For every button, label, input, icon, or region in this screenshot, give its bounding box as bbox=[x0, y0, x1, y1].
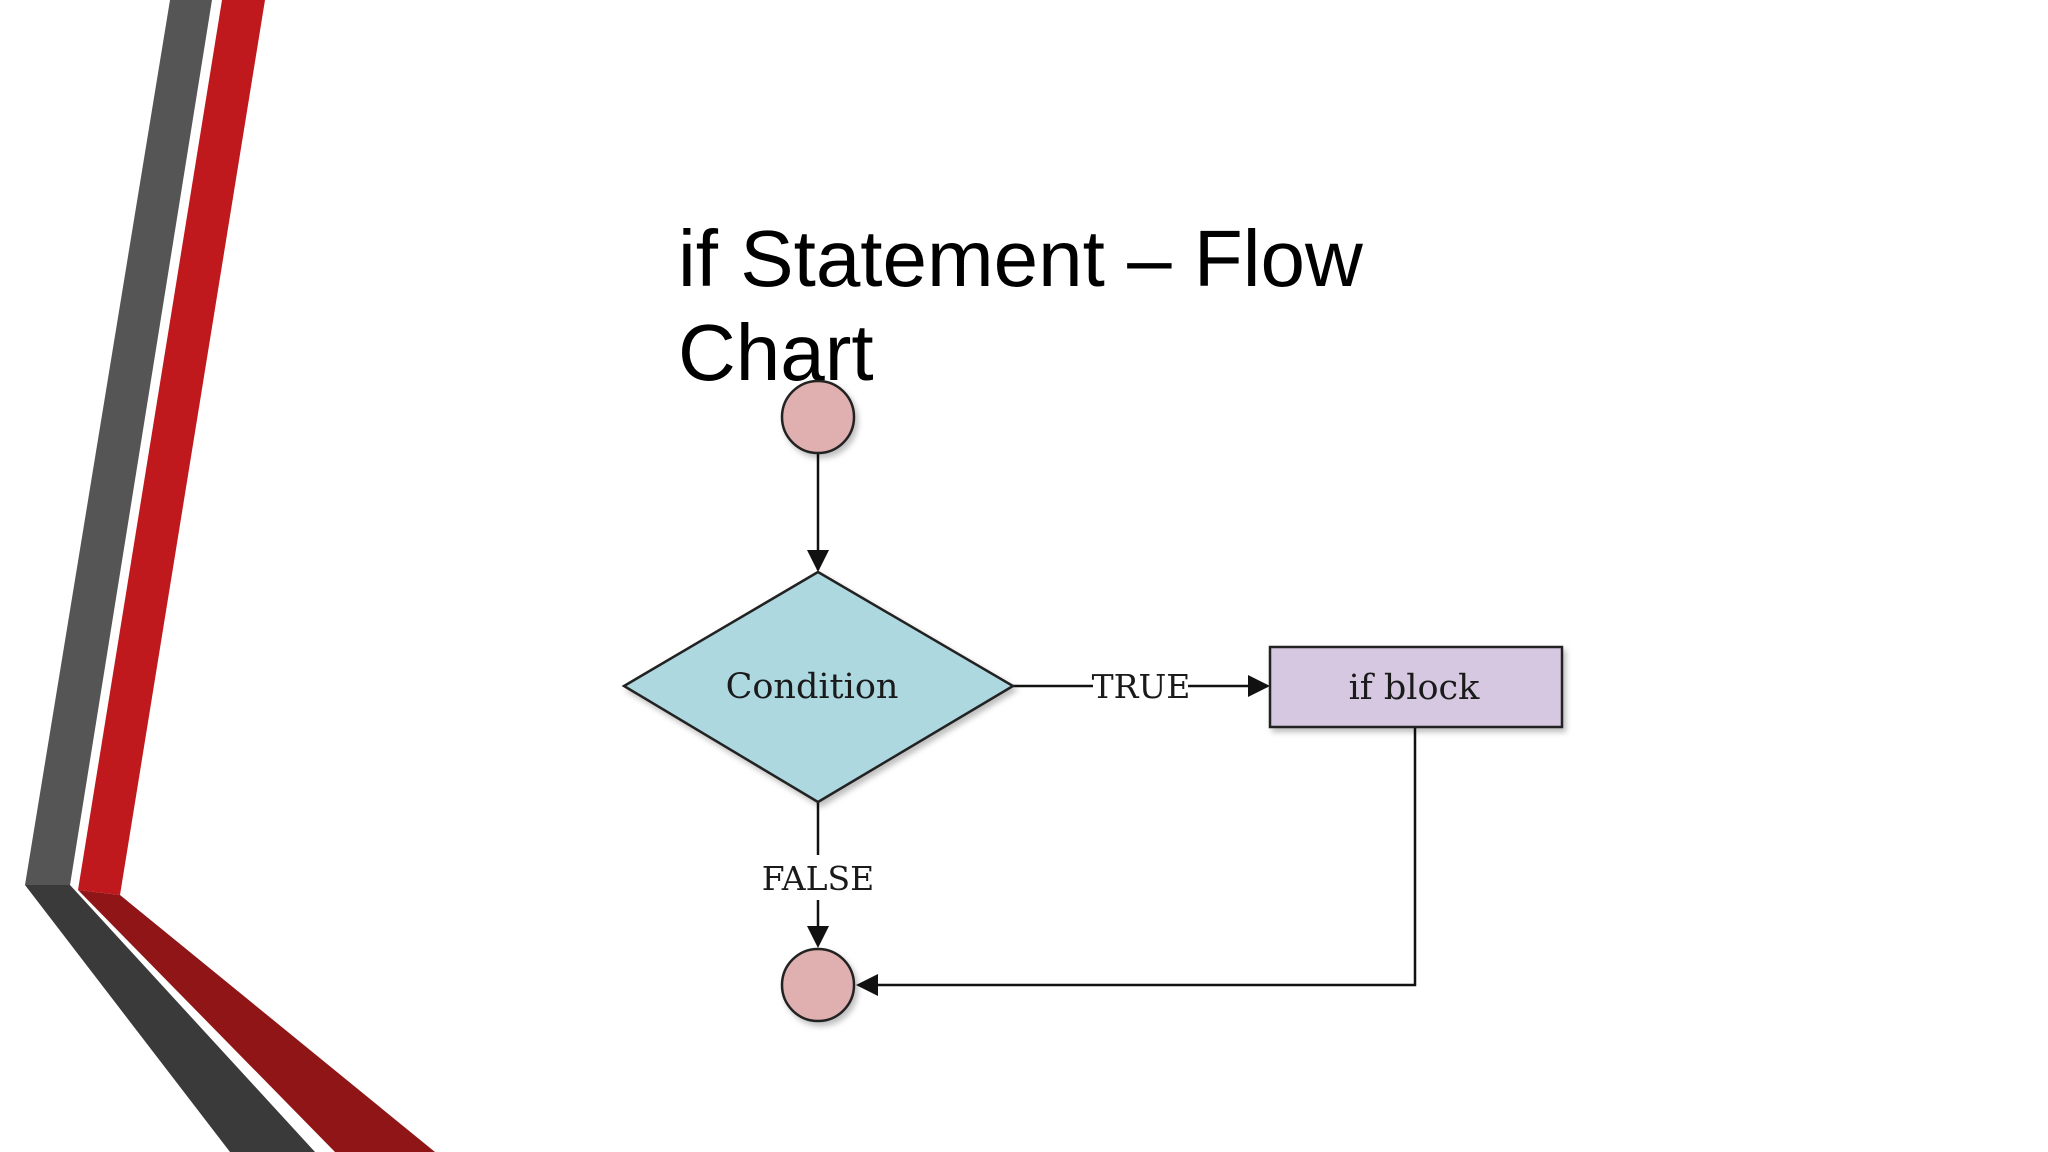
arrowhead-end-from-false bbox=[807, 926, 829, 948]
end-node bbox=[780, 947, 856, 1023]
decor-dark-gray-wedge bbox=[25, 885, 315, 1152]
if-block-node bbox=[1268, 645, 1564, 729]
start-node bbox=[780, 379, 856, 455]
arrowhead-end-from-if-block bbox=[856, 974, 878, 996]
slide-title: if Statement – Flow Chart bbox=[678, 212, 1478, 400]
arrowhead-condition bbox=[807, 550, 829, 572]
slide-title-line-1: if Statement – Flow bbox=[678, 214, 1363, 303]
edge-if-block-to-end bbox=[874, 727, 1417, 987]
decor-dark-red-wedge bbox=[78, 890, 435, 1152]
if-block-node-label: if block bbox=[1349, 668, 1481, 708]
arrowhead-if-block bbox=[1248, 675, 1270, 697]
condition-node bbox=[621, 570, 1016, 804]
true-label: TRUE bbox=[1092, 667, 1191, 706]
slide-title-line-2: Chart bbox=[678, 308, 874, 397]
decor-gray-bar bbox=[25, 0, 212, 885]
false-label: FALSE bbox=[762, 859, 874, 898]
decor-red-bar bbox=[78, 0, 265, 895]
condition-node-label: Condition bbox=[726, 667, 899, 707]
